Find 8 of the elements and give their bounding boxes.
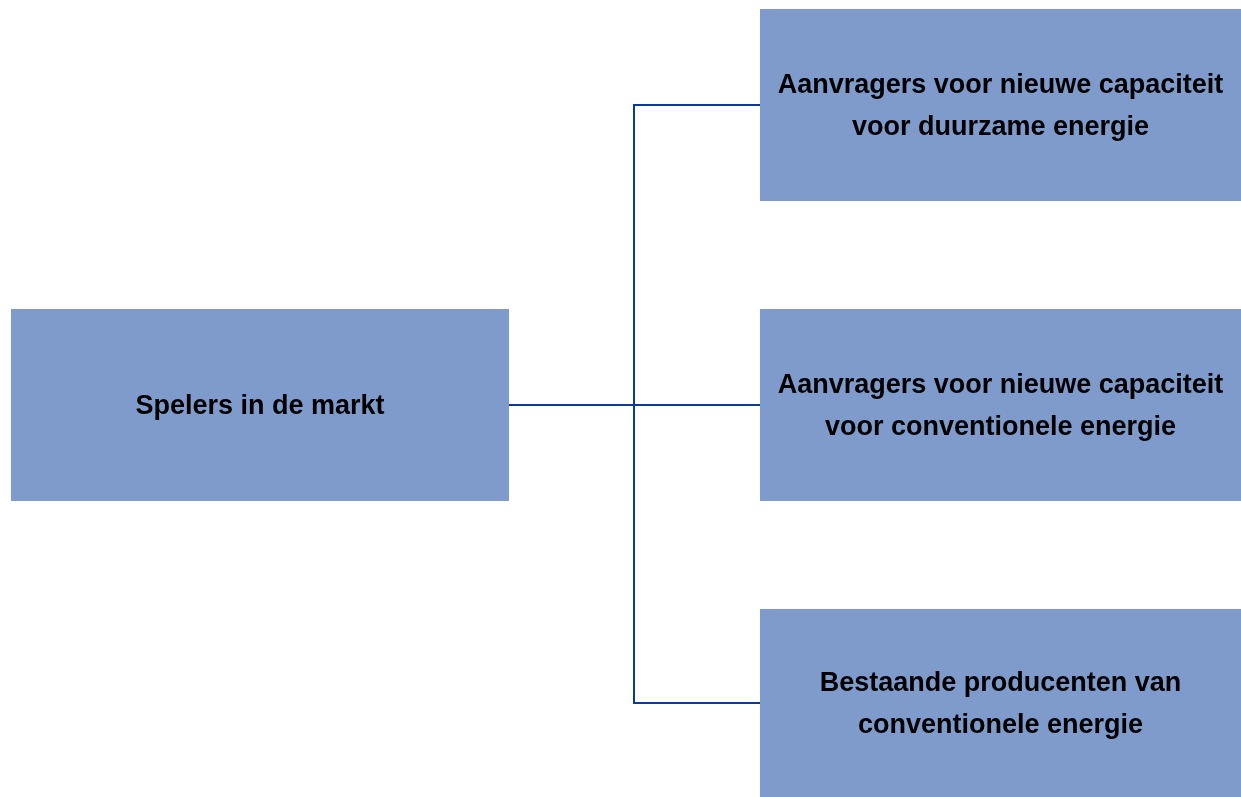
process-box xyxy=(760,9,1241,201)
process-box xyxy=(760,609,1241,797)
process-box xyxy=(760,309,1241,501)
process-box xyxy=(11,309,509,501)
box-label: Aanvragers voor nieuwe capaciteit voor duurzame energie xyxy=(776,68,1225,143)
box-label: Bestaande producenten van conventionele energie xyxy=(818,666,1183,741)
box-label: Spelers in de markt xyxy=(135,389,385,422)
box-label: Aanvragers voor nieuwe capaciteit voor conventionele energie xyxy=(776,368,1225,443)
